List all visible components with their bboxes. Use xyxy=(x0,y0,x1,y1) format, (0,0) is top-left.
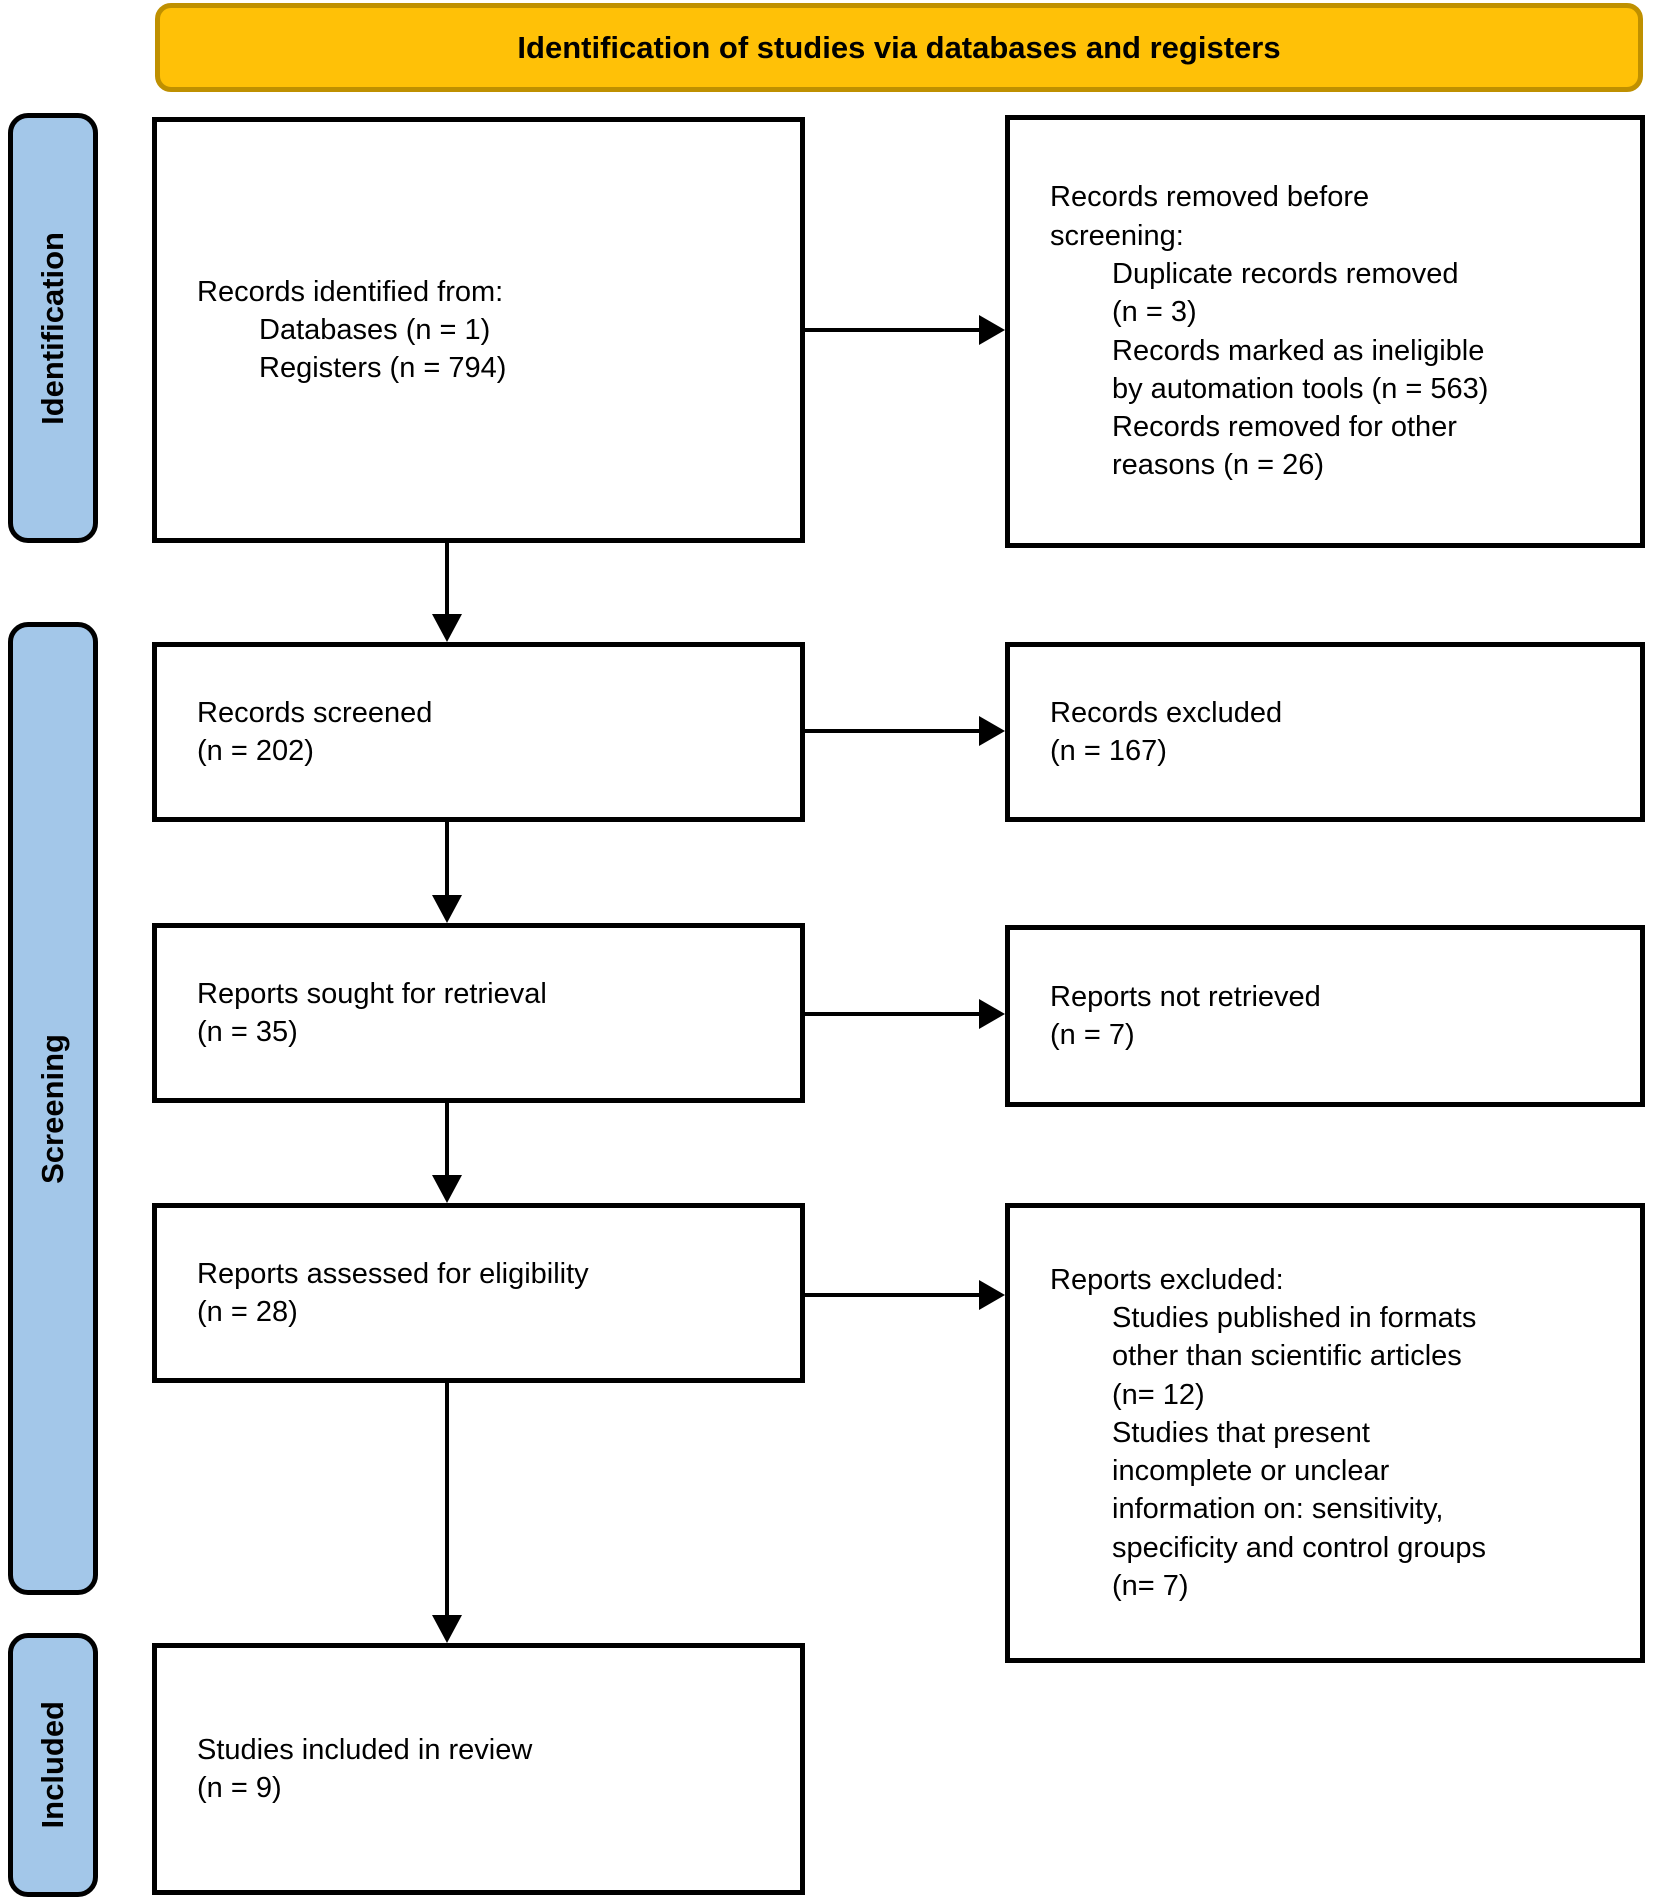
arrow-assessed-to-reportsexcluded-head xyxy=(979,1280,1005,1310)
phase-band-screening: Screening xyxy=(8,622,98,1595)
box-line: Records screened xyxy=(197,696,433,729)
arrow-screened-to-sought-line xyxy=(445,822,449,897)
arrow-sought-to-notretrieved-line xyxy=(805,1012,981,1016)
box-records-excluded: Records excluded (n = 167) xyxy=(1005,642,1645,822)
box-line: Databases (n = 1) xyxy=(259,313,491,346)
arrow-sought-to-assessed-line xyxy=(445,1103,449,1177)
box-reports-not-retrieved: Reports not retrieved (n = 7) xyxy=(1005,925,1645,1107)
box-line: Reports excluded: xyxy=(1050,1263,1284,1296)
box-line: (n = 35) xyxy=(197,1016,298,1048)
arrow-screened-to-sought-head xyxy=(432,895,462,923)
box-line: Studies included in review xyxy=(197,1733,533,1766)
box-reports-assessed: Reports assessed for eligibility (n = 28… xyxy=(152,1203,805,1383)
box-line: screening: xyxy=(1050,219,1184,252)
arrow-identified-to-screened-head xyxy=(432,614,462,642)
box-records-removed: Records removed before screening: Duplic… xyxy=(1005,115,1645,548)
arrow-screened-to-excluded-line xyxy=(805,729,981,733)
box-records-identified: Records identified from: Databases (n = … xyxy=(152,117,805,543)
phase-band-included: Included xyxy=(8,1633,98,1897)
box-line: Studies published in formats xyxy=(1112,1302,1477,1335)
arrow-assessed-to-reportsexcluded-line xyxy=(805,1293,981,1297)
phase-label-included: Included xyxy=(35,1701,70,1829)
box-line: (n = 28) xyxy=(197,1296,298,1328)
box-line: Reports not retrieved xyxy=(1050,980,1321,1013)
arrow-assessed-to-included-head xyxy=(432,1615,462,1643)
arrow-screened-to-excluded-head xyxy=(979,716,1005,746)
box-line: reasons (n = 26) xyxy=(1112,449,1324,482)
box-line: (n = 167) xyxy=(1050,735,1167,767)
box-line: Duplicate records removed xyxy=(1112,257,1459,290)
box-reports-sought: Reports sought for retrieval (n = 35) xyxy=(152,923,805,1103)
box-line: information on: sensitivity, xyxy=(1112,1493,1444,1526)
box-studies-included: Studies included in review (n = 9) xyxy=(152,1643,805,1895)
arrow-assessed-to-included-line xyxy=(445,1383,449,1617)
box-line: by automation tools (n = 563) xyxy=(1112,372,1489,405)
box-line: Studies that present xyxy=(1112,1416,1370,1449)
box-line: (n= 7) xyxy=(1112,1569,1189,1602)
arrow-identified-to-screened-line xyxy=(445,543,449,616)
arrow-identified-to-removed-head xyxy=(979,315,1005,345)
box-line: Records removed for other xyxy=(1112,411,1457,444)
phase-band-identification: Identification xyxy=(8,113,98,543)
box-line: (n = 202) xyxy=(197,735,314,767)
box-line: Records identified from: xyxy=(197,275,504,308)
box-line: Reports assessed for eligibility xyxy=(197,1257,589,1290)
box-line: Records excluded xyxy=(1050,696,1283,729)
box-records-screened: Records screened (n = 202) xyxy=(152,642,805,822)
box-line: (n = 7) xyxy=(1050,1019,1135,1051)
box-line: Records marked as ineligible xyxy=(1112,334,1485,367)
banner: Identification of studies via databases … xyxy=(155,3,1643,92)
phase-label-screening: Screening xyxy=(35,1033,70,1184)
box-line: (n= 12) xyxy=(1112,1378,1205,1411)
phase-label-identification: Identification xyxy=(35,231,70,425)
box-line: incomplete or unclear xyxy=(1112,1455,1390,1488)
box-line: (n = 3) xyxy=(1112,296,1197,329)
arrow-sought-to-notretrieved-head xyxy=(979,999,1005,1029)
box-line: specificity and control groups xyxy=(1112,1531,1486,1564)
box-reports-excluded: Reports excluded: Studies published in f… xyxy=(1005,1203,1645,1663)
box-line: Registers (n = 794) xyxy=(259,352,507,385)
box-line: (n = 9) xyxy=(197,1772,282,1804)
banner-title: Identification of studies via databases … xyxy=(517,29,1281,65)
arrow-identified-to-removed-line xyxy=(805,328,981,332)
box-line: Reports sought for retrieval xyxy=(197,977,547,1010)
arrow-sought-to-assessed-head xyxy=(432,1175,462,1203)
box-line: Records removed before xyxy=(1050,181,1370,214)
box-line: other than scientific articles xyxy=(1112,1340,1462,1373)
